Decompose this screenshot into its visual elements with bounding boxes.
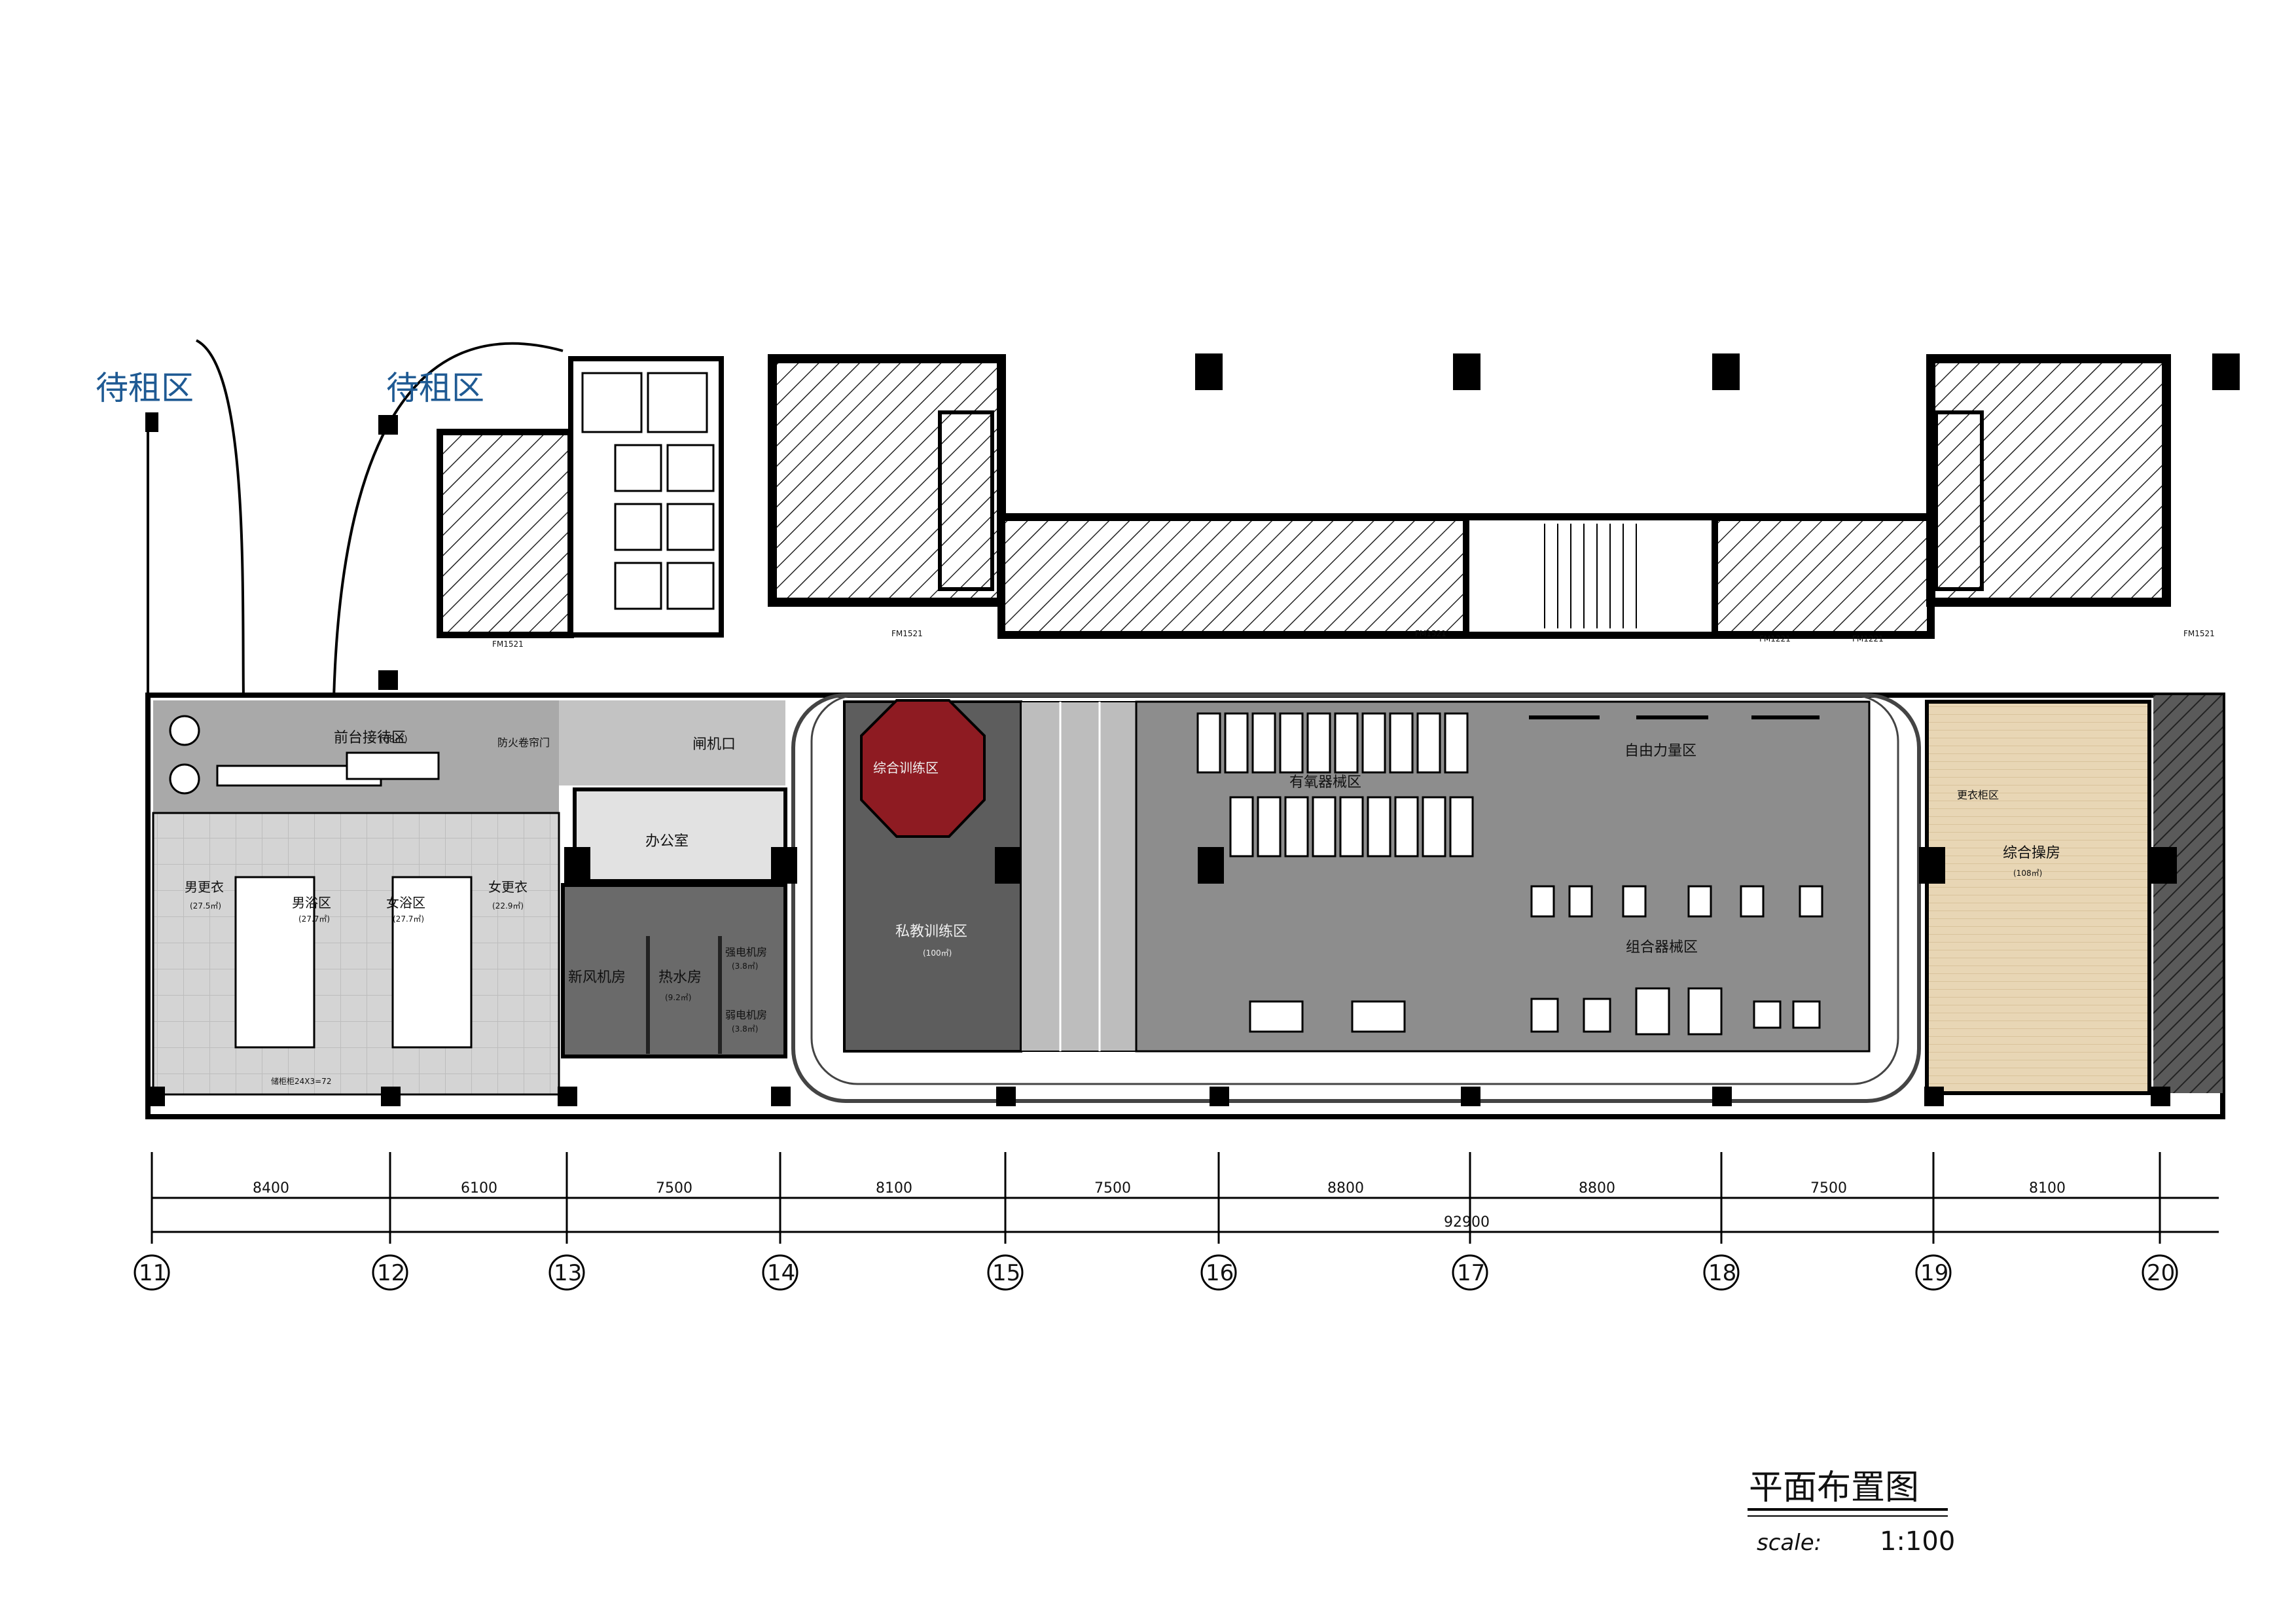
door-tag: FM1521	[492, 640, 524, 649]
running-track-inner	[810, 694, 1899, 1085]
door-tag: FM1521	[2183, 629, 2215, 638]
span-16-17: 8800	[1327, 1180, 1364, 1197]
men-change-area: (27.5㎡)	[190, 901, 221, 911]
cardio-machines	[1196, 712, 1474, 857]
column	[1195, 353, 1223, 390]
span-14-15: 8100	[876, 1180, 912, 1197]
columns-south	[145, 1087, 2170, 1106]
combo-train-label: 综合训练区	[873, 760, 939, 776]
cardio-label: 有氧器械区	[1289, 774, 1361, 791]
reception-area: (68㎡)	[380, 734, 408, 745]
weak-power-label: 弱电机房	[725, 1009, 767, 1021]
axis-bubbles	[134, 1254, 2178, 1291]
east-wall	[2153, 695, 2223, 1093]
shower-zone-men	[234, 876, 315, 1049]
columns-mid	[564, 847, 2177, 884]
locker-note: 储柜柜24X3=72	[271, 1076, 331, 1086]
span-18-19: 7500	[1810, 1180, 1847, 1197]
combo-train-octagon	[860, 699, 986, 838]
changing-floor	[152, 812, 560, 1096]
strong-power-label: 强电机房	[725, 946, 767, 958]
office-label: 办公室	[645, 833, 689, 850]
column	[1712, 353, 1740, 390]
stair-mid	[1463, 514, 1718, 638]
axis-14: 14	[767, 1260, 795, 1286]
strong-power-area: (3.8㎡)	[732, 962, 758, 971]
weak-power-area: (3.8㎡)	[732, 1024, 758, 1034]
dimension-lines	[151, 1152, 2219, 1244]
scale-value: 1:100	[1880, 1526, 1955, 1557]
span-19-20: 8100	[2029, 1180, 2066, 1197]
door-tag: FM1221	[1759, 634, 1791, 643]
stair-block-left	[437, 429, 574, 638]
axis-labels: 11 12 13 14 15 16 17 18 19 20	[139, 1260, 2175, 1286]
axis-17: 17	[1457, 1260, 1485, 1286]
men-bath-label: 男浴区	[292, 895, 331, 911]
column	[145, 412, 158, 432]
span-total: 92900	[1444, 1214, 1490, 1231]
hot-water-area: (9.2㎡)	[665, 993, 691, 1002]
dressing-label: 更衣柜区	[1957, 789, 1999, 801]
combo-equip-label: 组合器械区	[1626, 939, 1698, 956]
column	[1453, 353, 1480, 390]
axis-15: 15	[992, 1260, 1020, 1286]
men-bath-area: (27.7㎡)	[298, 914, 330, 924]
private-train-area: (100㎡)	[923, 948, 952, 958]
span-15-16: 7500	[1094, 1180, 1131, 1197]
reception-label: 前台接待区	[334, 730, 406, 746]
dimension-spans: 8400 6100 7500 8100 7500 8800 8800 7500 …	[253, 1180, 2066, 1231]
span-13-14: 7500	[656, 1180, 692, 1197]
column	[378, 670, 398, 690]
span-17-18: 8800	[1579, 1180, 1615, 1197]
span-11-12: 8400	[253, 1180, 289, 1197]
stair-mid-treads	[1544, 524, 1637, 628]
axis-13: 13	[554, 1260, 582, 1286]
men-change-label: 男更衣	[185, 879, 224, 895]
toilet-stalls	[581, 372, 715, 610]
north-core	[378, 353, 2240, 690]
column	[2212, 353, 2240, 390]
reception-furniture	[169, 715, 440, 795]
women-bath-area: (27.7㎡)	[393, 914, 424, 924]
gate-area	[559, 700, 785, 785]
hot-water-label: 热水房	[658, 969, 702, 986]
women-bath-label: 女浴区	[386, 895, 425, 911]
women-change-area: (22.9㎡)	[492, 901, 524, 911]
rent-area-left: 待租区	[96, 369, 194, 407]
free-weight-label: 自由力量区	[1624, 743, 1696, 759]
elevator-shaft-2	[1934, 410, 1984, 591]
fresh-air-label: 新风机房	[568, 969, 626, 986]
span-12-13: 6100	[461, 1180, 497, 1197]
axis-11: 11	[139, 1260, 167, 1286]
rent-area-mid: 待租区	[386, 369, 484, 407]
elevator-shaft-1	[938, 410, 994, 591]
women-change-label: 女更衣	[488, 879, 528, 895]
axis-16: 16	[1206, 1260, 1234, 1286]
door-tag: FM1521	[891, 629, 923, 638]
gym-floor	[145, 693, 2225, 1119]
sprint-track	[1020, 701, 1137, 1052]
office-room	[573, 787, 787, 883]
title-block: 平面布置图 scale: 1:100	[1748, 1468, 1955, 1557]
axis-18: 18	[1708, 1260, 1736, 1286]
multi-room-floor	[1925, 700, 2151, 1095]
drawing-title: 平面布置图	[1749, 1468, 1919, 1507]
shower-zone-women	[391, 876, 473, 1049]
axis-12: 12	[377, 1260, 405, 1286]
axis-19: 19	[1920, 1260, 1948, 1286]
combo-machines	[1249, 885, 1823, 1036]
multi-room-area: (108㎡)	[2013, 869, 2042, 878]
door-tag: FM1221	[1852, 634, 1884, 643]
gate-label: 闸机口	[692, 736, 736, 753]
multi-room-label: 综合操房	[2003, 845, 2060, 861]
fire-door-label: 防火卷帘门	[497, 736, 550, 749]
zone-labels: 待租区 待租区 前台接待区 (68㎡) 防火卷帘门 闸机口 办公室 男更衣 (2…	[96, 369, 2215, 1086]
axis-20: 20	[2147, 1260, 2175, 1286]
scale-label: scale:	[1757, 1530, 1821, 1556]
door-tag: FM1521	[1415, 629, 1446, 638]
machine-rooms	[561, 883, 787, 1058]
private-train-label: 私教训练区	[895, 924, 967, 940]
